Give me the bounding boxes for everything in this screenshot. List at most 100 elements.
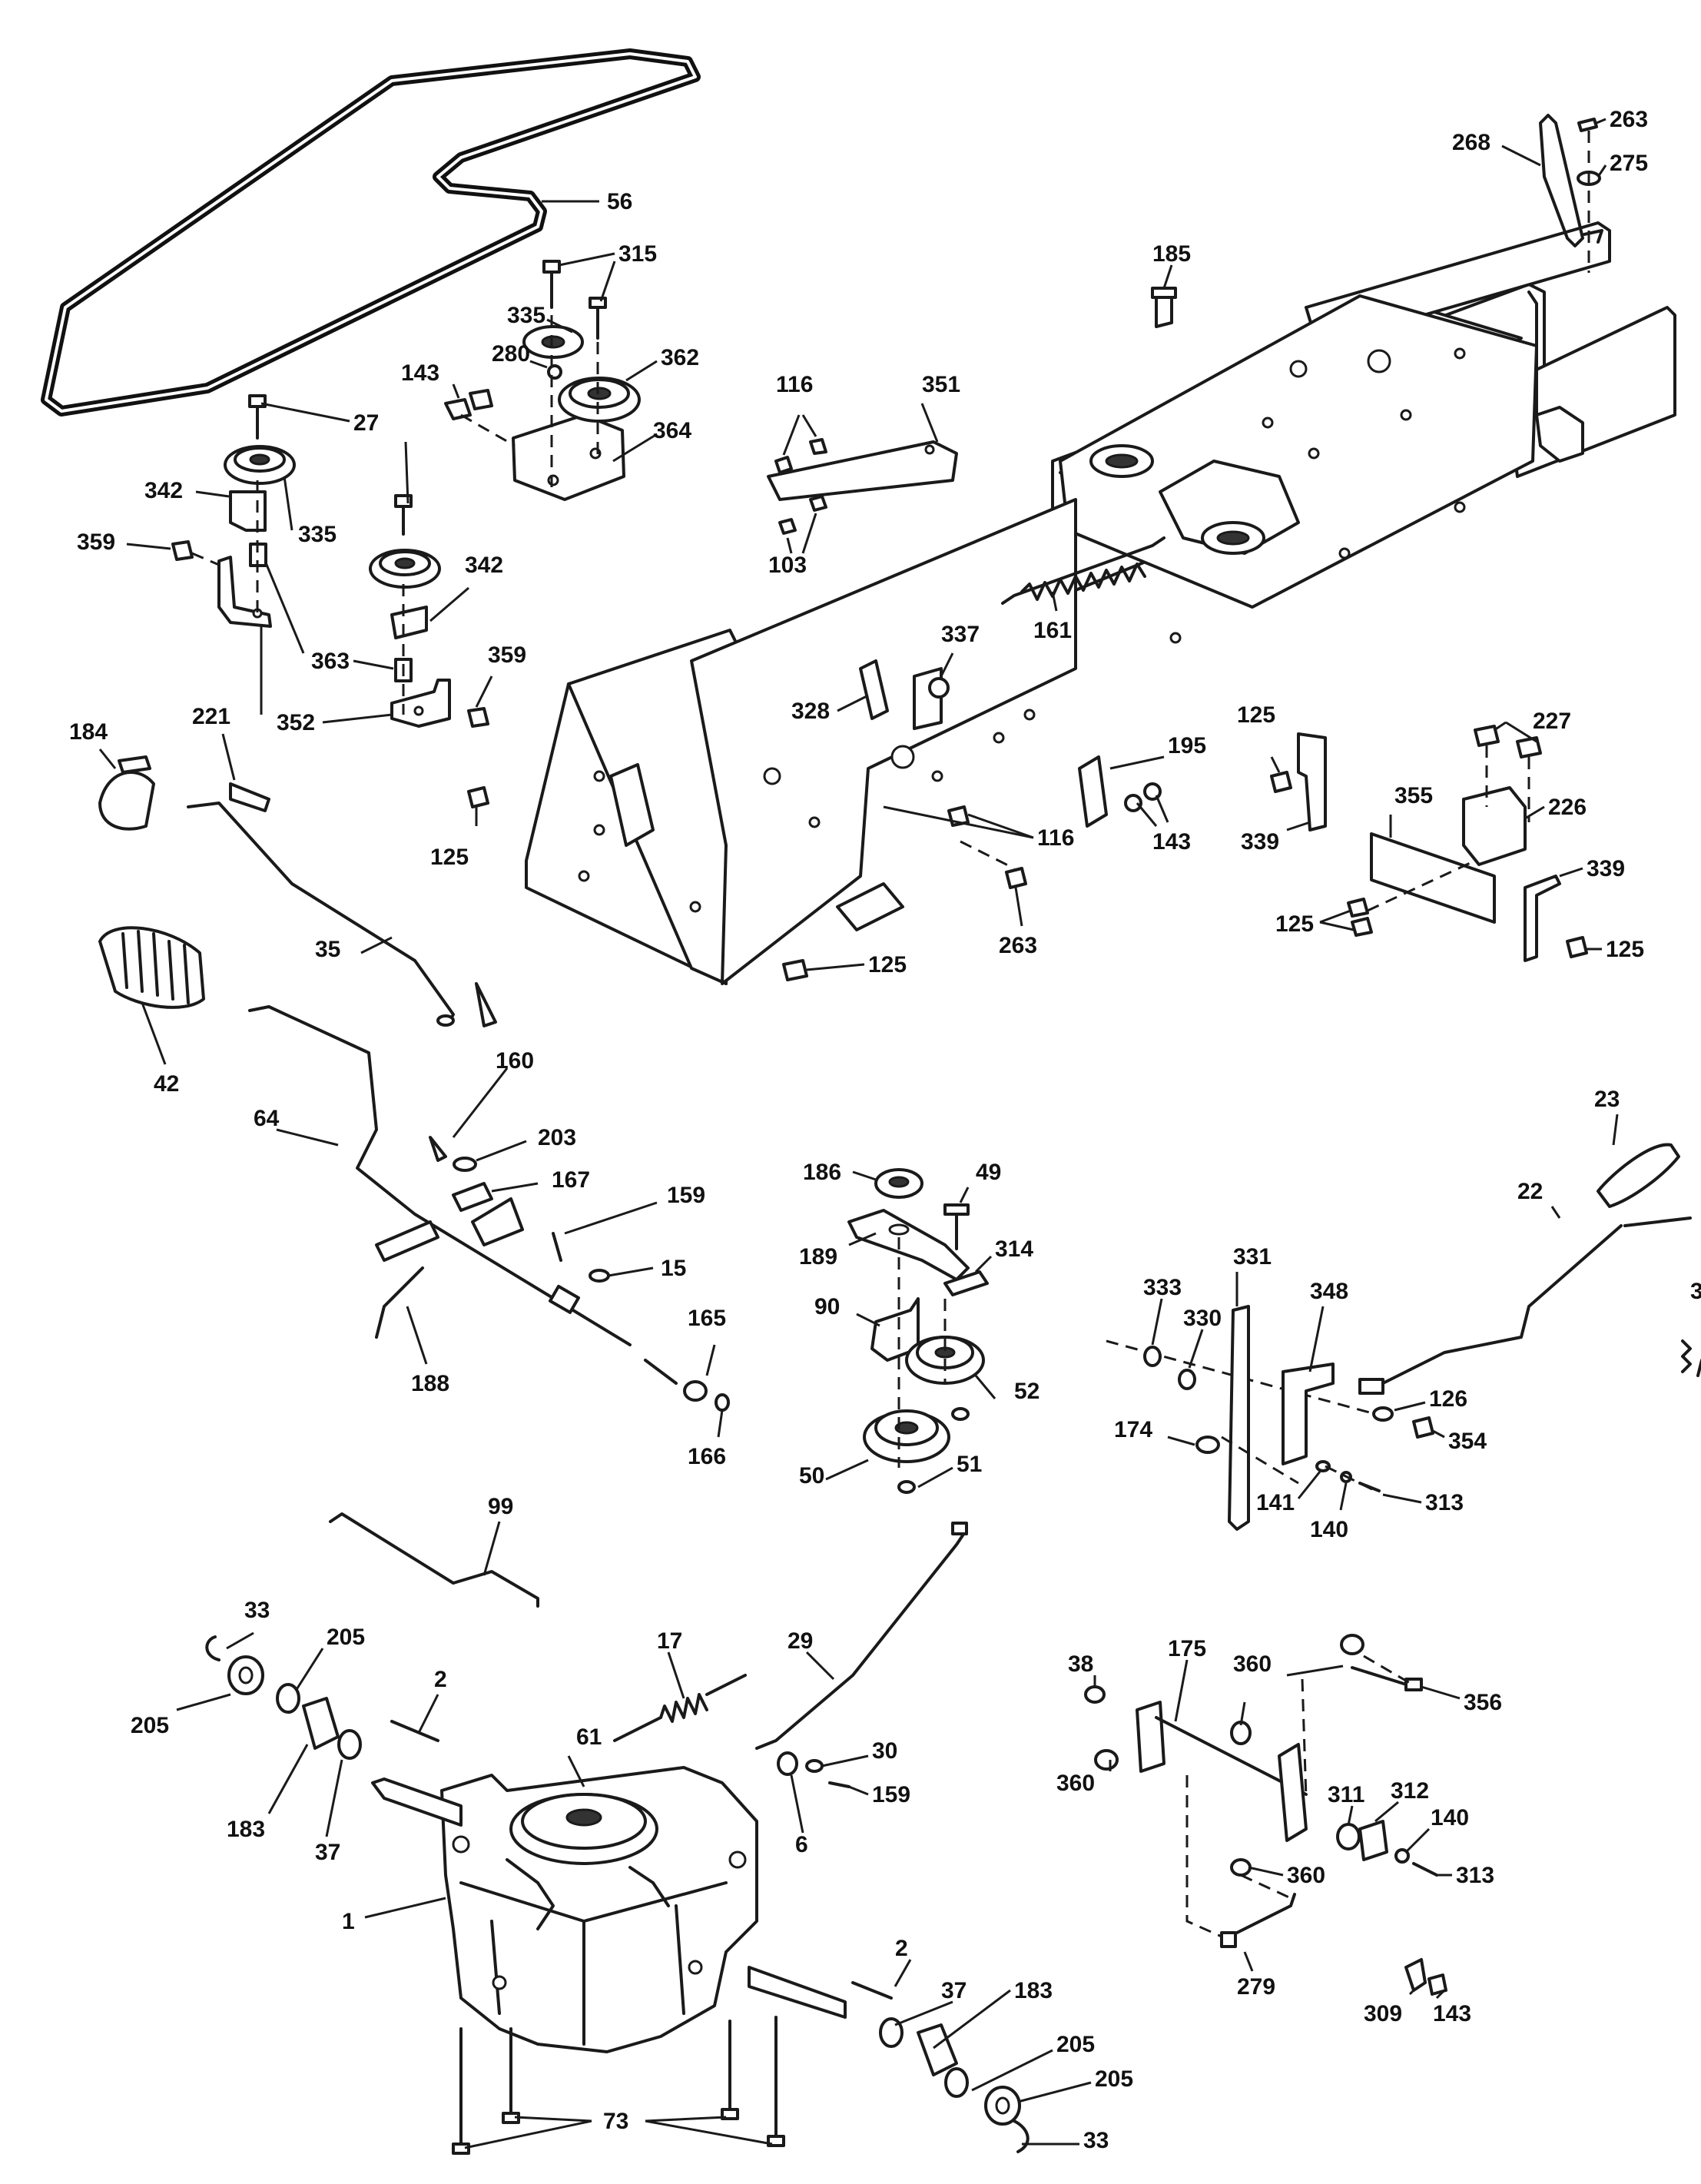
bolt-185 bbox=[1151, 264, 1177, 328]
screw-125a bbox=[467, 786, 489, 826]
mounting-bolts-73 bbox=[452, 2016, 785, 2155]
callout: 311 bbox=[1328, 1782, 1364, 1807]
callout: 221 bbox=[192, 704, 230, 729]
callout: 17 bbox=[657, 1628, 682, 1654]
callout: 333 bbox=[1143, 1275, 1182, 1300]
callout: 205 bbox=[131, 1713, 169, 1738]
rod-188 bbox=[406, 1306, 428, 1365]
callout: 309 bbox=[1364, 2001, 1402, 2026]
callout: 356 bbox=[1464, 1690, 1502, 1715]
callout: 195 bbox=[1168, 733, 1206, 758]
callout: 352 bbox=[277, 710, 315, 735]
rear-hitch-hook bbox=[1501, 114, 1607, 273]
callout: 359 bbox=[77, 529, 115, 555]
callout: 6 bbox=[795, 1832, 808, 1857]
callout: 335 bbox=[298, 522, 337, 547]
drive-belt bbox=[41, 48, 701, 417]
callout: 27 bbox=[353, 410, 379, 436]
callout: 140 bbox=[1310, 1517, 1348, 1542]
callout: 126 bbox=[1429, 1386, 1467, 1412]
callout: 363 bbox=[311, 649, 350, 674]
callout: 125 bbox=[1606, 937, 1644, 962]
callout: 33 bbox=[1083, 2128, 1109, 2153]
callout: 268 bbox=[1452, 130, 1490, 155]
callout: 279 bbox=[1237, 1974, 1275, 2000]
callout: 166 bbox=[688, 1444, 726, 1469]
callout: 348 bbox=[1310, 1279, 1348, 1304]
callout: 22 bbox=[1517, 1179, 1543, 1204]
callout: 161 bbox=[1033, 618, 1072, 643]
callout: 339 bbox=[1241, 829, 1279, 855]
callout: 360 bbox=[1233, 1651, 1272, 1677]
callout: 188 bbox=[411, 1371, 449, 1396]
callout: 185 bbox=[1152, 241, 1191, 267]
callout: 175 bbox=[1168, 1636, 1206, 1661]
callout: 125 bbox=[868, 952, 907, 977]
callout: 183 bbox=[1014, 1978, 1053, 2003]
grip-42 bbox=[98, 926, 205, 1065]
rod-35 bbox=[187, 802, 455, 1027]
callout: 183 bbox=[227, 1817, 265, 1842]
callout: 116 bbox=[776, 372, 813, 397]
callout: 49 bbox=[976, 1160, 1001, 1185]
shift-bracket-assembly bbox=[1106, 1272, 1445, 1531]
callout: 159 bbox=[872, 1782, 910, 1807]
callout: 184 bbox=[69, 719, 108, 745]
callout: 50 bbox=[799, 1463, 824, 1489]
bracket-351 bbox=[767, 403, 958, 554]
callout: 364 bbox=[653, 418, 691, 443]
callout: 52 bbox=[1014, 1379, 1040, 1404]
callout: 140 bbox=[1431, 1805, 1469, 1831]
callout: 337 bbox=[941, 622, 980, 647]
callout: 103 bbox=[768, 553, 807, 578]
callout: 15 bbox=[661, 1256, 686, 1281]
callout: 263 bbox=[999, 933, 1037, 958]
transaxle bbox=[364, 1755, 847, 2053]
callout: 280 bbox=[492, 341, 530, 367]
callout: 37 bbox=[941, 1978, 967, 2003]
callout: 328 bbox=[791, 699, 830, 724]
callout: 99 bbox=[488, 1494, 513, 1519]
callout: 143 bbox=[1433, 2001, 1471, 2026]
callout: 174 bbox=[1114, 1417, 1152, 1442]
washers-203-167 bbox=[452, 1140, 658, 1283]
callout: 2 bbox=[434, 1667, 447, 1692]
callout: 354 bbox=[1448, 1429, 1487, 1454]
callout: 205 bbox=[327, 1625, 365, 1650]
callout: 125 bbox=[1237, 702, 1275, 728]
idler-bracket-upper bbox=[444, 252, 658, 501]
callout: 315 bbox=[618, 241, 657, 267]
knob-184 bbox=[98, 748, 155, 831]
callout: 351 bbox=[922, 372, 960, 397]
idler-bracket-left bbox=[126, 394, 493, 728]
idler-arm-assembly bbox=[825, 1168, 996, 1494]
callout: 186 bbox=[803, 1160, 841, 1185]
callout: 355 bbox=[1394, 783, 1433, 808]
callout: 56 bbox=[607, 189, 632, 214]
callout: 339 bbox=[1587, 856, 1625, 881]
callout: 342 bbox=[144, 478, 183, 503]
callout-labels: 56 315 335 280 362 143 364 27 342 335 35… bbox=[69, 107, 1701, 2153]
callout: 73 bbox=[603, 2109, 628, 2134]
callout: 342 bbox=[465, 553, 503, 578]
spring-17 bbox=[613, 1651, 747, 1742]
main-frame bbox=[525, 221, 1676, 985]
callout: 143 bbox=[1152, 829, 1191, 855]
callout: 189 bbox=[799, 1244, 837, 1270]
callout: 312 bbox=[1391, 1778, 1429, 1804]
callout: 35 bbox=[315, 937, 340, 962]
callout: 38 bbox=[1068, 1651, 1093, 1677]
bracket-195 bbox=[883, 755, 1169, 927]
rod-29 bbox=[755, 1522, 968, 1834]
callout: 205 bbox=[1095, 2066, 1133, 2092]
callout: 313 bbox=[1425, 1490, 1464, 1515]
callout: 360 bbox=[1056, 1771, 1095, 1796]
brake-linkage-175 bbox=[1084, 1634, 1461, 2000]
callout: 330 bbox=[1183, 1306, 1222, 1331]
callout: 29 bbox=[788, 1628, 813, 1654]
screw-125b bbox=[782, 959, 865, 981]
callout: 23 bbox=[1594, 1087, 1620, 1112]
callout: 263 bbox=[1610, 107, 1648, 132]
left-axle-parts bbox=[176, 1631, 439, 1837]
